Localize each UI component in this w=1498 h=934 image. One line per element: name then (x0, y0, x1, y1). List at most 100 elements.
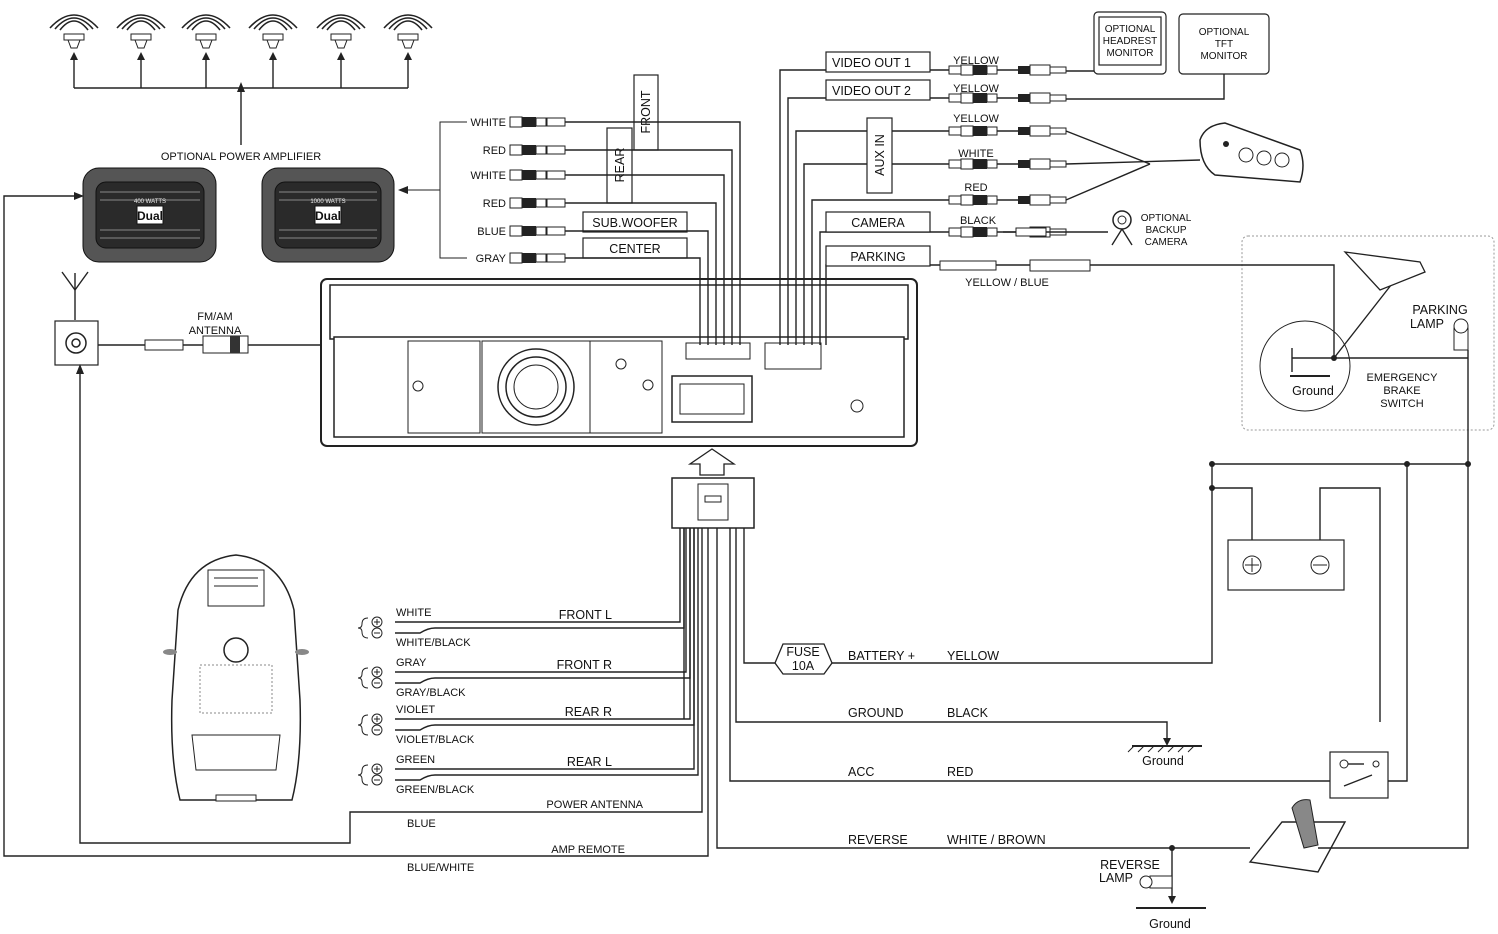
speaker-icon (383, 14, 433, 88)
rca-subwoofer-label: SUB.WOOFER (592, 216, 677, 230)
speaker-pos-color: GREEN (396, 754, 435, 766)
rca-left-color-1: RED (483, 145, 506, 157)
brake-switch-3: SWITCH (1380, 398, 1423, 410)
parking-label: PARKING (850, 250, 905, 264)
speaker-channel-name: FRONT R (557, 658, 612, 672)
rca-left-color-0: WHITE (471, 117, 506, 129)
car-illustration (163, 554, 309, 802)
speaker-icon (116, 14, 166, 88)
rca-left-color-5: GRAY (476, 253, 507, 265)
power-acc-color: RED (947, 765, 973, 779)
speaker-icon (316, 14, 366, 88)
parking-color: YELLOW / BLUE (965, 277, 1049, 289)
speaker-icon (248, 14, 298, 88)
aux-color-red: RED (964, 182, 987, 194)
power-antenna-color: BLUE (407, 818, 436, 830)
tft-line1: OPTIONAL (1199, 27, 1250, 38)
camera-label: CAMERA (851, 216, 905, 230)
amplifier-left: Dual 400 WATTS (82, 167, 217, 263)
rca-plug (509, 225, 547, 237)
tft-line3: MONITOR (1200, 51, 1247, 62)
speaker-channel-name: FRONT L (559, 608, 612, 622)
head-unit (320, 278, 918, 447)
aux-in-label: AUX IN (873, 134, 887, 176)
fuse-label-2: 10A (792, 659, 815, 673)
speaker-wire-0: WHITE WHITE/BLACK FRONT L (357, 607, 612, 649)
aux-device (1065, 122, 1304, 201)
amplifier-right: Dual 1000 WATTS (261, 167, 395, 263)
harness-connector (671, 448, 755, 529)
rca-left-labels: FRONT REAR SUB.WOOFER CENTER (582, 74, 688, 259)
video-out2-color: YELLOW (953, 83, 999, 95)
brake-switch-1: EMERGENCY (1367, 372, 1439, 384)
parking-lamp-1: PARKING (1412, 303, 1467, 317)
speaker-array (49, 14, 433, 145)
video-out1-label: VIDEO OUT 1 (832, 56, 911, 70)
camera-color: BLACK (960, 215, 997, 227)
video-out2-label: VIDEO OUT 2 (832, 84, 911, 98)
rca-plug (509, 252, 547, 264)
power-reverse-name: REVERSE (848, 833, 908, 847)
tft-line2: TFT (1215, 39, 1233, 50)
reverse-ground: Ground (1149, 917, 1191, 931)
reverse-lamp-1: REVERSE (1100, 858, 1160, 872)
speaker-neg-color: WHITE/BLACK (396, 637, 471, 649)
speaker-pos-color: WHITE (396, 607, 431, 619)
rca-plug (960, 194, 998, 206)
rca-plug (509, 169, 547, 181)
rca-plug (960, 92, 998, 104)
rca-plug (960, 125, 998, 137)
rca-left-color-3: RED (483, 198, 506, 210)
ground-label: Ground (1142, 754, 1184, 768)
camera-opt-3: CAMERA (1145, 237, 1188, 248)
parking-brake-area: PARKING LAMP Ground EMERGENCY BRAKE SWIT… (939, 235, 1495, 464)
rca-plug (509, 144, 547, 156)
speaker-wires: WHITE WHITE/BLACK FRONT L GRAYGRAY/BLACKFRO… (357, 607, 612, 796)
headrest-line1: OPTIONAL (1105, 24, 1156, 35)
rca-center-label: CENTER (609, 242, 660, 256)
amp-left-brand: Dual (137, 209, 163, 223)
power-acc-name: ACC (848, 765, 874, 779)
power-antenna-label: POWER ANTENNA (546, 799, 643, 811)
rca-plug (509, 197, 547, 209)
parking-lamp-2: LAMP (1410, 317, 1444, 331)
power-ground-name: GROUND (848, 706, 904, 720)
amp-remote-label: AMP REMOTE (551, 844, 625, 856)
aux-color-white: WHITE (958, 148, 993, 160)
amp-remote-color: BLUE/WHITE (407, 862, 474, 874)
rca-left-color-4: BLUE (477, 226, 506, 238)
antenna-label-2: ANTENNA (189, 325, 242, 337)
rca-left-color-2: WHITE (471, 170, 506, 182)
rca-left-color-labels: WHITE RED WHITE RED BLUE GRAY (471, 117, 507, 265)
tft-monitor: OPTIONAL TFT MONITOR (1066, 13, 1270, 100)
ground-symbol: Ground (1010, 721, 1202, 768)
power-ground-color: BLACK (947, 706, 989, 720)
reverse-lamp-2: LAMP (1099, 871, 1133, 885)
rca-front-label: FRONT (639, 90, 653, 133)
battery (1010, 461, 1471, 722)
rca-left-group (509, 116, 566, 264)
video-out1-color: YELLOW (953, 55, 999, 67)
backup-camera: OPTIONAL BACKUP CAMERA (1003, 210, 1192, 248)
speaker-neg-color: GREEN/BLACK (396, 784, 475, 796)
camera-opt-1: OPTIONAL (1141, 213, 1192, 224)
headrest-line3: MONITOR (1106, 48, 1153, 59)
fuse-label-1: FUSE (786, 645, 819, 659)
amp-left-watts: 400 WATTS (134, 199, 166, 205)
headrest-line2: HEADREST (1103, 36, 1157, 47)
parking-ground: Ground (1292, 384, 1334, 398)
antenna-label-1: FM/AM (197, 311, 232, 323)
speaker-pos-color: GRAY (396, 657, 427, 669)
amp-right-brand: Dual (315, 209, 341, 223)
amp-right-watts: 1000 WATTS (310, 199, 345, 205)
gear-shifter: REVERSE LAMP Ground (1099, 464, 1469, 931)
rca-plug (509, 116, 547, 128)
speaker-neg-color: VIOLET/BLACK (396, 734, 475, 746)
power-reverse-color: WHITE / BROWN (947, 833, 1046, 847)
power-battery-color: YELLOW (947, 649, 999, 663)
harness-wires (435, 528, 1180, 857)
